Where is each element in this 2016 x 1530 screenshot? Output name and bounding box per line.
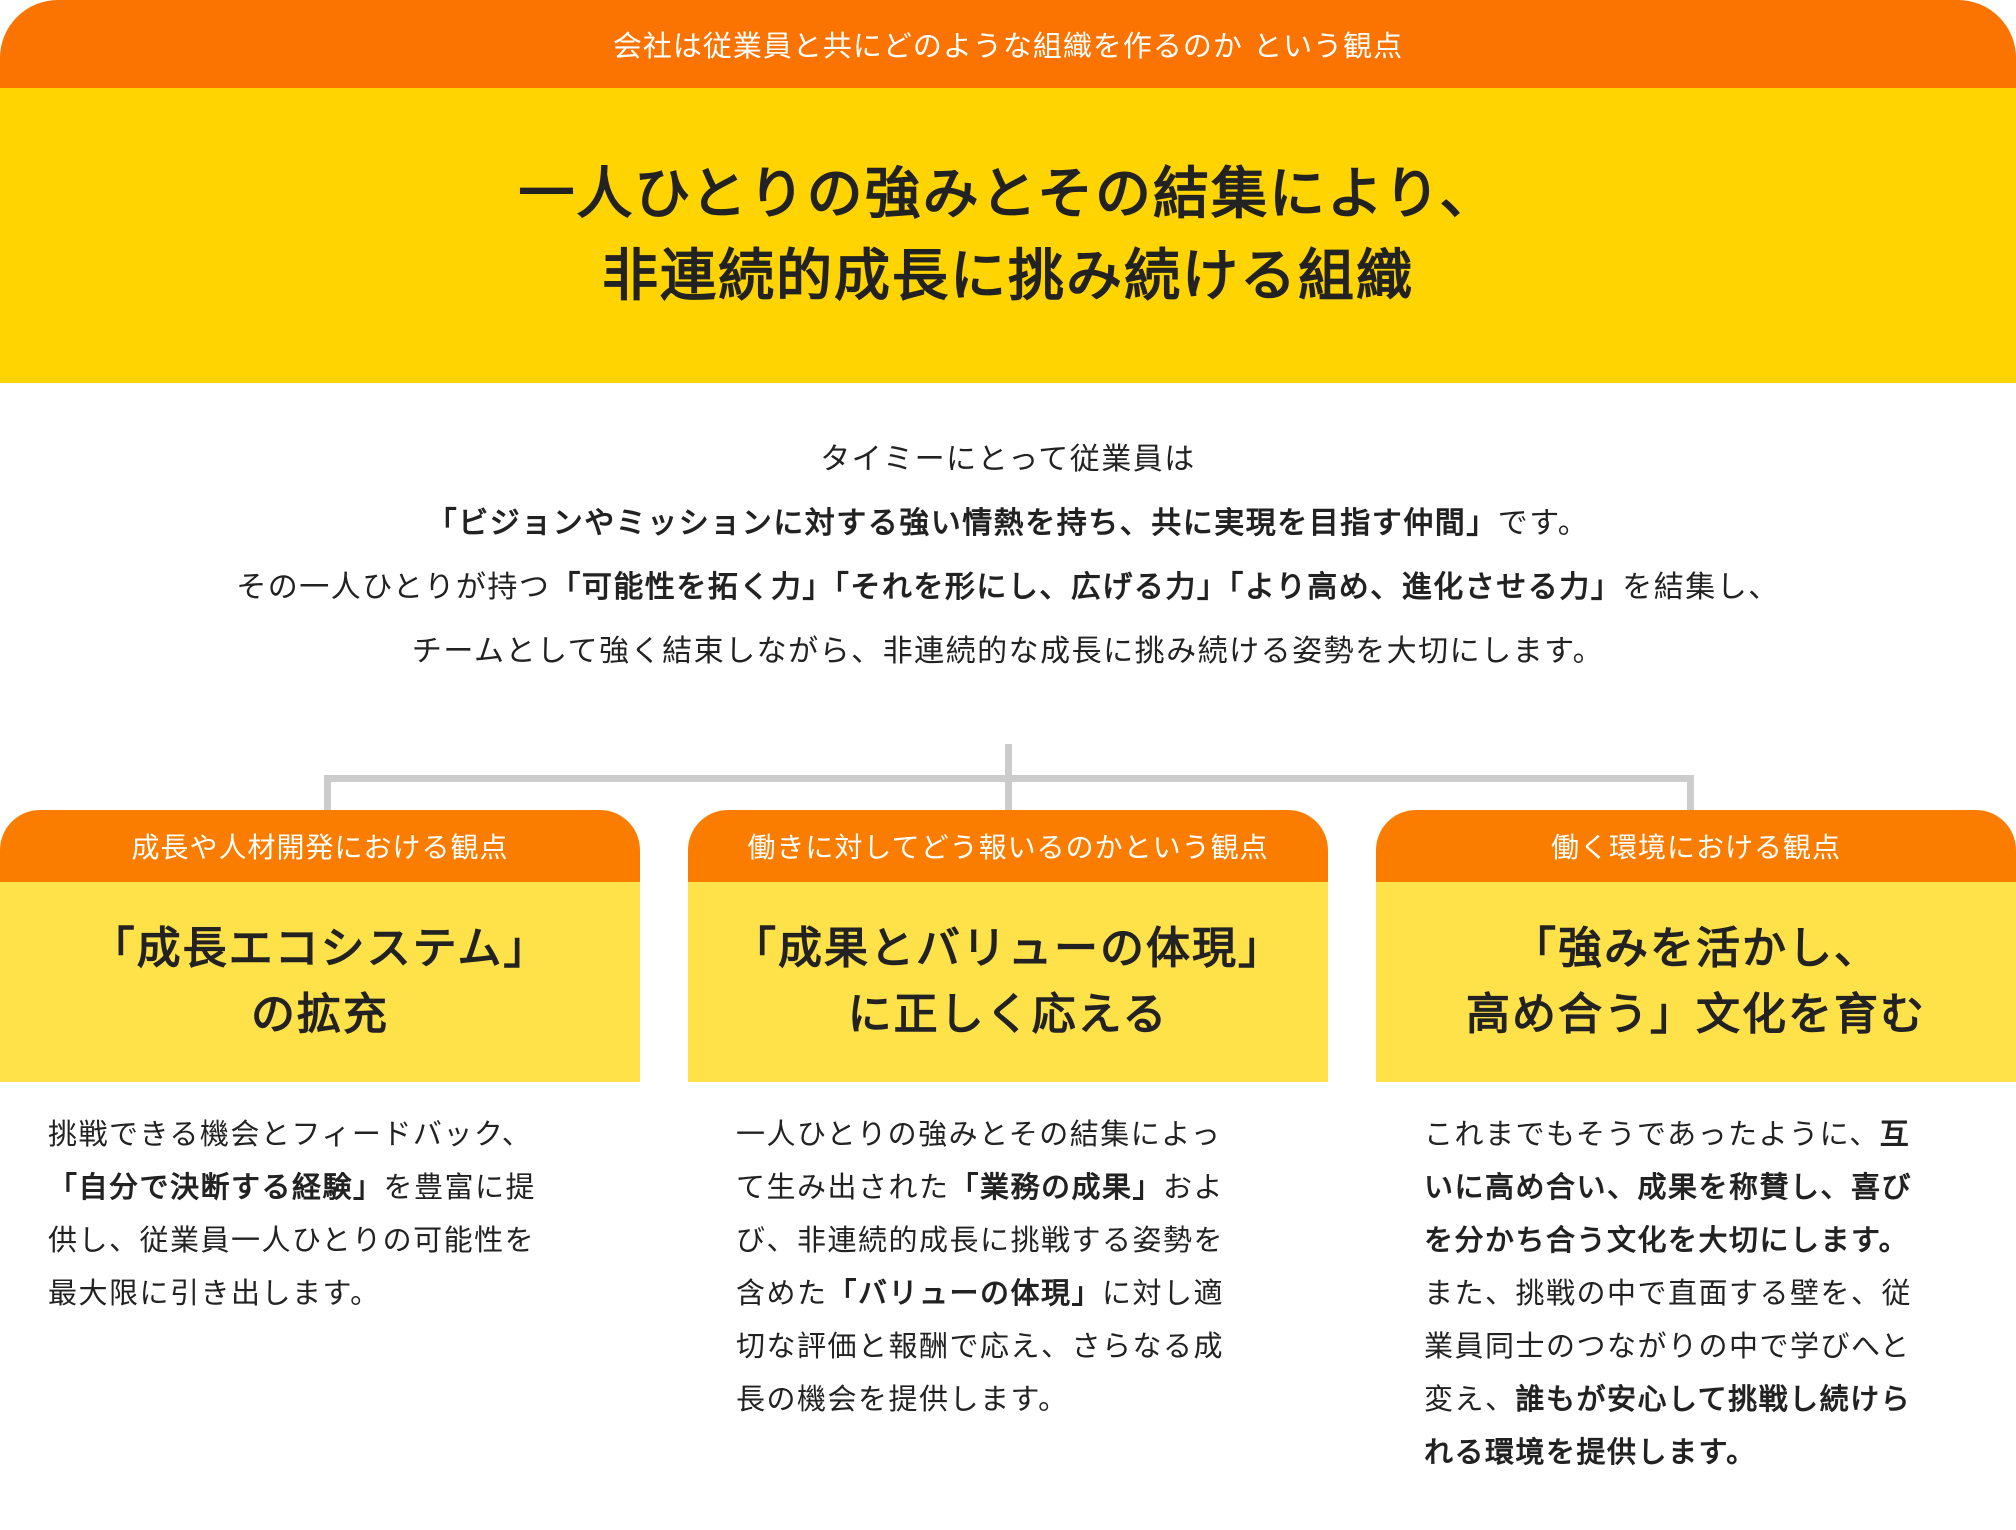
card-body-text: 業員同士のつながりの中で学びへと	[1424, 1329, 1911, 1363]
card-body-bold-text: 誰もが安心して挑戦し続けら	[1515, 1382, 1912, 1416]
card-body-line: これまでもそうであったように、互	[1424, 1108, 1968, 1161]
card-body-line: を分かち合う文化を大切にします。	[1424, 1214, 1968, 1267]
card-body-text: 最大限に引き出します。	[48, 1276, 381, 1310]
card-body-text: に対し適	[1102, 1276, 1225, 1310]
card-body-text: 含めた	[736, 1276, 828, 1310]
intro-line2-bold: 「ビジョンやミッションに対する強い情熱を持ち、共に実現を目指す仲間」	[426, 506, 1498, 541]
card-body: 一人ひとりの強みとその結集によって生み出された「業務の成果」および、非連続的成長…	[688, 1108, 1328, 1426]
card-body-line: また、挑戦の中で直面する壁を、従	[1424, 1267, 1968, 1320]
main-title-line1: 一人ひとりの強みとその結集により、	[518, 161, 1498, 227]
card-body: これまでもそうであったように、互いに高め合い、成果を称賛し、喜びを分かち合う文化…	[1376, 1108, 2016, 1479]
card-body-line: 挑戦できる機会とフィードバック、	[48, 1108, 592, 1161]
card-body-text: び、非連続的成長に挑戦する姿勢を	[736, 1223, 1225, 1257]
intro-line2: 「ビジョンやミッションに対する強い情熱を持ち、共に実現を目指す仲間」です。	[0, 492, 2016, 556]
card-body-text: また、挑戦の中で直面する壁を、従	[1424, 1276, 1913, 1310]
card-growth: 成長や人材開発における観点 「成長エコシステム」 の拡充 挑戦できる機会とフィー…	[0, 810, 640, 1320]
card-body-text: 挑戦できる機会とフィードバック、	[48, 1117, 533, 1151]
card-header: 働く環境における観点	[1376, 810, 2016, 882]
main-title-line2: 非連続的成長に挑み続ける組織	[602, 243, 1414, 309]
card-body-line: 含めた「バリューの体現」に対し適	[736, 1267, 1280, 1320]
card-header: 成長や人材開発における観点	[0, 810, 640, 882]
card-body-line: 「自分で決断する経験」を豊富に提	[48, 1161, 592, 1214]
card-body-bold-text: 「自分で決断する経験」	[48, 1170, 384, 1204]
card-body-line: 変え、誰もが安心して挑戦し続けら	[1424, 1373, 1968, 1426]
card-body-line: 切な評価と報酬で応え、さらなる成	[736, 1320, 1280, 1373]
card-body-line: れる環境を提供します。	[1424, 1426, 1968, 1479]
card-body-text: これまでもそうであったように、	[1424, 1117, 1880, 1151]
card-body-text: 切な評価と報酬で応え、さらなる成	[736, 1329, 1225, 1363]
card-title-line1: 「成果とバリューの体現」	[732, 923, 1284, 974]
card-title: 「成長エコシステム」 の拡充	[0, 882, 640, 1082]
card-body-line: 一人ひとりの強みとその結集によっ	[736, 1108, 1280, 1161]
connector-left-drop	[324, 775, 331, 812]
card-body-line: 長の機会を提供します。	[736, 1373, 1280, 1426]
card-body-bold-text: 「バリューの体現」	[827, 1276, 1103, 1310]
connector-right-drop	[1687, 775, 1694, 812]
intro-line3-c: を結集し、	[1622, 570, 1780, 605]
card-body-text: 一人ひとりの強みとその結集によっ	[736, 1117, 1222, 1151]
card-body-bold-text: 互	[1879, 1117, 1911, 1151]
card-body-text: 長の機会を提供します。	[736, 1382, 1069, 1416]
card-title: 「強みを活かし、 高め合う」文化を育む	[1376, 882, 2016, 1082]
card-body-bold-text: 「業務の成果」	[949, 1170, 1164, 1204]
card-body-text: を豊富に提	[383, 1170, 537, 1204]
card-body-bold-text: れる環境を提供します。	[1424, 1435, 1757, 1469]
card-body-line: 業員同士のつながりの中で学びへと	[1424, 1320, 1968, 1373]
intro-line3: その一人ひとりが持つ「可能性を拓く力」「それを形にし、広げる力」「より高め、進化…	[0, 556, 2016, 620]
card-body-line: 最大限に引き出します。	[48, 1267, 592, 1320]
card-body-bold-text: を分かち合う文化を大切にします。	[1424, 1223, 1910, 1257]
card-reward: 働きに対してどう報いるのかという観点 「成果とバリューの体現」 に正しく応える …	[688, 810, 1328, 1426]
intro-line2-rest: です。	[1497, 506, 1590, 541]
main-title-band: 一人ひとりの強みとその結集により、 非連続的成長に挑み続ける組織	[0, 88, 2016, 383]
card-environment: 働く環境における観点 「強みを活かし、 高め合う」文化を育む これまでもそうであ…	[1376, 810, 2016, 1479]
card-body-bold-text: いに高め合い、成果を称賛し、喜び	[1424, 1170, 1913, 1204]
card-title: 「成果とバリューの体現」 に正しく応える	[688, 882, 1328, 1082]
card-body-line: いに高め合い、成果を称賛し、喜び	[1424, 1161, 1968, 1214]
card-title-line2: の拡充	[251, 989, 389, 1040]
card-body-line: び、非連続的成長に挑戦する姿勢を	[736, 1214, 1280, 1267]
card-body: 挑戦できる機会とフィードバック、「自分で決断する経験」を豊富に提供し、従業員一人…	[0, 1108, 640, 1320]
card-body-text: およ	[1163, 1170, 1225, 1204]
intro-line3-a: その一人ひとりが持つ	[236, 570, 551, 605]
intro-line4: チームとして強く結束しながら、非連続的な成長に挑み続ける姿勢を大切にします。	[411, 634, 1605, 669]
card-body-text: 変え、	[1424, 1382, 1516, 1416]
card-title-line2: に正しく応える	[847, 989, 1169, 1040]
top-header-label: 会社は従業員と共にどのような組織を作るのか という観点	[0, 0, 2016, 88]
card-title-line1: 「強みを活かし、	[1512, 923, 1880, 974]
intro-line3-bold: 「可能性を拓く力」「それを形にし、広げる力」「より高め、進化させる力」	[550, 570, 1623, 605]
card-body-line: 供し、従業員一人ひとりの可能性を	[48, 1214, 592, 1267]
intro-text: タイミーにとって従業員は 「ビジョンやミッションに対する強い情熱を持ち、共に実現…	[0, 428, 2016, 684]
intro-line1: タイミーにとって従業員は	[820, 442, 1196, 477]
connector-horizontal	[324, 775, 1694, 782]
card-title-line1: 「成長エコシステム」	[90, 923, 550, 974]
card-title-line2: 高め合う」文化を育む	[1466, 989, 1926, 1040]
card-body-text: て生み出された	[736, 1170, 950, 1204]
card-body-text: 供し、従業員一人ひとりの可能性を	[48, 1223, 536, 1257]
card-body-line: て生み出された「業務の成果」およ	[736, 1161, 1280, 1214]
card-header: 働きに対してどう報いるのかという観点	[688, 810, 1328, 882]
